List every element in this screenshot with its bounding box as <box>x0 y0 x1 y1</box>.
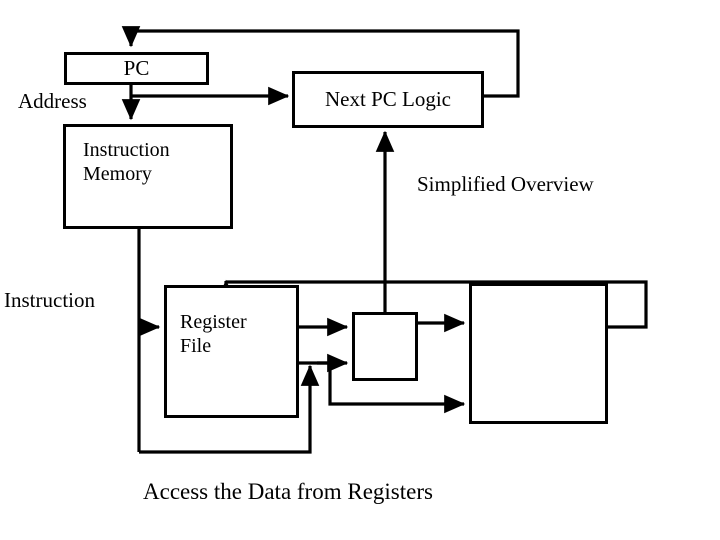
box-next-pc-logic[interactable]: Next PC Logic <box>292 71 484 128</box>
box-alu[interactable] <box>352 312 418 381</box>
box-instruction-memory[interactable]: Instruction Memory <box>63 124 233 229</box>
wire-dmem-writeback-to-regfile <box>216 279 648 329</box>
wire-regfile-out2-to-dmem <box>317 361 466 414</box>
wire-nextpc-to-pc-feedback <box>121 26 520 98</box>
label-address: Address <box>18 89 87 113</box>
box-next-pc-logic-label: Next PC Logic <box>325 87 451 112</box>
box-instruction-memory-label: Instruction Memory <box>83 139 170 185</box>
wire-instruction-to-alu <box>139 364 320 454</box>
diagram-caption: Access the Data from Registers <box>143 479 433 504</box>
box-data-memory[interactable] <box>469 283 608 424</box>
box-register-file[interactable]: Register File <box>164 285 299 418</box>
box-pc[interactable]: PC <box>64 52 209 85</box>
box-pc-label: PC <box>123 56 150 81</box>
label-instruction: Instruction <box>4 288 95 312</box>
label-simplified-overview: Simplified Overview <box>417 172 594 196</box>
box-register-file-label: Register File <box>180 311 247 357</box>
